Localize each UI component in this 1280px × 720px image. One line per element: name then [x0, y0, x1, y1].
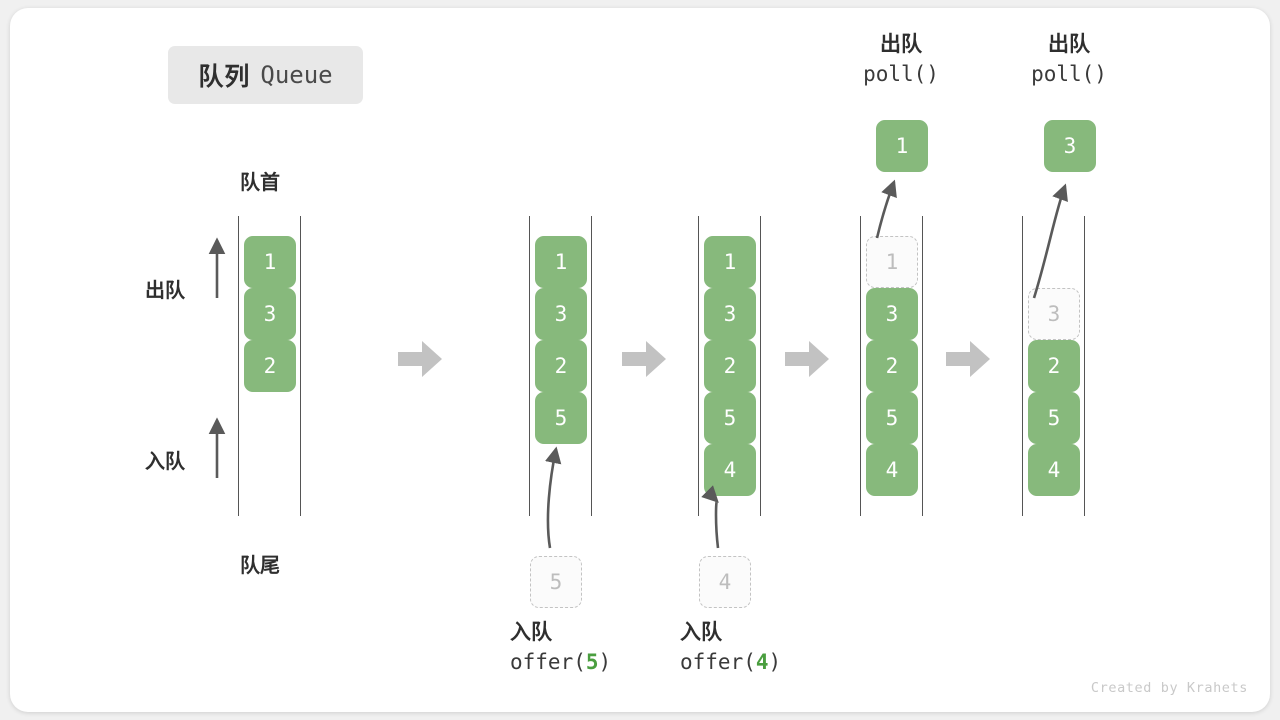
queue-cell: 1: [244, 236, 296, 288]
queue-rail-right: [922, 216, 923, 516]
operation-code-label: offer(5): [510, 648, 611, 678]
queue-rail-left: [529, 216, 530, 516]
pending-push-element-5: 5: [530, 556, 582, 608]
queue-cell: 2: [704, 340, 756, 392]
code-prefix: offer(: [510, 649, 586, 674]
queue-cell: [1028, 236, 1080, 288]
queue-rail-left: [1022, 216, 1023, 516]
step-arrow-1-icon: [398, 341, 442, 377]
queue-cell: 2: [866, 340, 918, 392]
code-value: 4: [755, 649, 769, 674]
diagram-title-badge: 队列 Queue: [168, 46, 363, 104]
operation-code-label: poll(): [1031, 61, 1107, 86]
queue-cell: 3: [704, 288, 756, 340]
pending-push-element-4: 4: [699, 556, 751, 608]
operation-caption-offer-4: 入队 offer(4): [680, 618, 781, 678]
step-arrow-3-icon: [785, 341, 829, 377]
queue-cell: 2: [244, 340, 296, 392]
operation-code-label: offer(4): [680, 648, 781, 678]
step-arrow-2-icon: [622, 341, 666, 377]
queue-rail-right: [300, 216, 301, 516]
queue-cell: 3: [1028, 288, 1080, 340]
popped-element-second: 3: [1044, 120, 1096, 172]
operation-cn-label: 出队: [1048, 33, 1090, 56]
queue-cell: 1: [535, 236, 587, 288]
operation-caption-offer-5: 入队 offer(5): [510, 618, 611, 678]
queue-cell: 3: [244, 288, 296, 340]
diagram-title-cn: 队列: [198, 63, 251, 91]
queue-rail-left: [860, 216, 861, 516]
queue-cell: 1: [866, 236, 918, 288]
diagram-card: 队列 Queue 队首 队尾 出队 入队 入队 offer(5) 入队 offe…: [10, 8, 1270, 712]
code-value: 5: [585, 649, 599, 674]
queue-rail-right: [760, 216, 761, 516]
queue-cell: 5: [535, 392, 587, 444]
operation-caption-poll-2: 出队 poll(): [1024, 30, 1114, 90]
diagram-title-en: Queue: [260, 61, 333, 89]
queue-rail-right: [1084, 216, 1085, 516]
watermark: Created by Krahets: [1090, 680, 1248, 696]
queue-cell: 5: [704, 392, 756, 444]
queue-cell: 2: [535, 340, 587, 392]
popped-element-first: 1: [876, 120, 928, 172]
queue-rail-left: [238, 216, 239, 516]
queue-cell: 1: [704, 236, 756, 288]
queue-rail-right: [591, 216, 592, 516]
operation-cn-label: 入队: [680, 621, 722, 644]
operation-caption-poll-1: 出队 poll(): [856, 30, 946, 90]
queue-tail-label: 队尾: [240, 555, 280, 577]
queue-cell: 4: [704, 444, 756, 496]
queue-cell: 5: [866, 392, 918, 444]
diagram-stage: 队列 Queue 队首 队尾 出队 入队 入队 offer(5) 入队 offe…: [10, 8, 1270, 712]
queue-cell: 4: [1028, 444, 1080, 496]
code-prefix: offer(: [680, 649, 756, 674]
operation-cn-label: 入队: [510, 621, 552, 644]
code-suffix: ): [598, 649, 612, 674]
queue-cell: 3: [535, 288, 587, 340]
operation-cn-label: 出队: [880, 33, 922, 56]
queue-cell: 5: [1028, 392, 1080, 444]
code-suffix: ): [768, 649, 782, 674]
queue-cell: 2: [1028, 340, 1080, 392]
queue-rail-left: [698, 216, 699, 516]
queue-cell: 4: [866, 444, 918, 496]
dequeue-direction-label: 出队: [145, 280, 185, 302]
queue-cell: 3: [866, 288, 918, 340]
operation-code-label: poll(): [863, 61, 939, 86]
enqueue-direction-label: 入队: [145, 451, 185, 473]
step-arrow-4-icon: [946, 341, 990, 377]
queue-head-label: 队首: [240, 172, 280, 194]
